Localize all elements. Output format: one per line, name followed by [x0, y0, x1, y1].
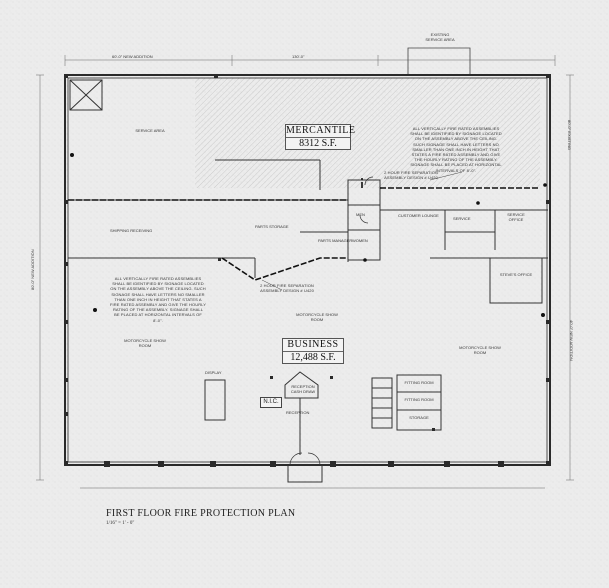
existing-area-outline: [407, 47, 471, 75]
dim-left-side: 80'-0" NEW ADDITION: [30, 249, 35, 290]
room-label-men: MEN: [356, 212, 365, 217]
business-name: BUSINESS: [287, 339, 339, 350]
room-label-display: DISPLAY: [205, 370, 222, 375]
dimension-lines: [36, 55, 574, 489]
fire-devices: [70, 153, 547, 317]
mercantile-area-tag: MERCANTILE 8312 S.F.: [285, 124, 356, 150]
room-label-showroom-center: MOTORCYCLE SHOW ROOM: [296, 312, 338, 322]
dim-top-mid: 130'-0": [292, 54, 305, 59]
note-fire-signage-north: ALL VERTICALLY FIRE RATED ASSEMBLIES SHA…: [410, 126, 502, 173]
elevator-shaft: [69, 79, 103, 111]
dim-right-side: 40'-0" NEW ADDITION: [569, 320, 574, 361]
nic-tag: N.I.C.: [260, 397, 282, 408]
entry-vestibule: [287, 465, 323, 483]
dim-left-top: 60'-0" NEW ADDITION: [112, 54, 153, 59]
business-area-tag: BUSINESS 12,488 S.F.: [282, 338, 344, 364]
room-label-service: SERVICE: [453, 216, 471, 221]
room-label-fitting-room-1: FITTING ROOM: [404, 380, 434, 385]
door-swings: [289, 176, 374, 466]
note-separation-north: 2 HOUR FIRE SEPARATION ASSEMBLY DESIGN #…: [384, 170, 438, 181]
room-label-women: WOMEN: [352, 238, 368, 243]
note-leaders: [261, 171, 463, 291]
room-label-parts-storage: PARTS STORAGE: [255, 224, 289, 229]
mercantile-hatch: [195, 78, 540, 188]
drawing-scale: 1/16" = 1' - 0": [106, 521, 135, 526]
room-label-showroom-west: MOTORCYCLE SHOW ROOM: [124, 338, 166, 348]
mercantile-sf: 8312 S.F.: [286, 137, 350, 149]
business-sf: 12,488 S.F.: [283, 351, 343, 363]
room-label-steves-office: STEVE'S OFFICE: [499, 272, 533, 277]
room-label-existing-service: EXISTING SERVICE AREA: [425, 32, 455, 42]
room-label-customer-lounge: CUSTOMER LOUNGE: [398, 213, 439, 218]
room-label-reception: RECEPTION: [286, 410, 310, 415]
note-fire-signage-west: ALL VERTICALLY FIRE RATED ASSEMBLIES SHA…: [110, 276, 206, 323]
mercantile-name: MERCANTILE: [286, 125, 356, 136]
room-label-fitting-room-2: FITTING ROOM: [404, 397, 434, 402]
room-label-shipping-receiving: SHIPPING RECEIVING: [110, 228, 153, 233]
room-label-showroom-east: MOTORCYCLE SHOW ROOM: [459, 345, 501, 355]
room-label-service-area: SERVICE AREA: [135, 128, 165, 133]
dim-right-top: 80'-0" EXISTING: [567, 120, 572, 150]
structural-columns: [64, 74, 550, 467]
fire-separation-lines: [68, 178, 540, 281]
room-label-reception-cash: RECEPTION CASH DRAW: [290, 384, 316, 394]
room-label-storage: STORAGE: [409, 415, 429, 420]
room-label-parts-manager: PARTS MANAGER: [318, 238, 353, 243]
interior-walls: [68, 159, 548, 455]
room-label-service-office: SERVICE OFFICE: [507, 212, 525, 222]
note-separation-west: 2 HOUR FIRE SEPARATION ASSEMBLY DESIGN #…: [260, 283, 314, 294]
drawing-title: FIRST FLOOR FIRE PROTECTION PLAN: [106, 508, 296, 519]
